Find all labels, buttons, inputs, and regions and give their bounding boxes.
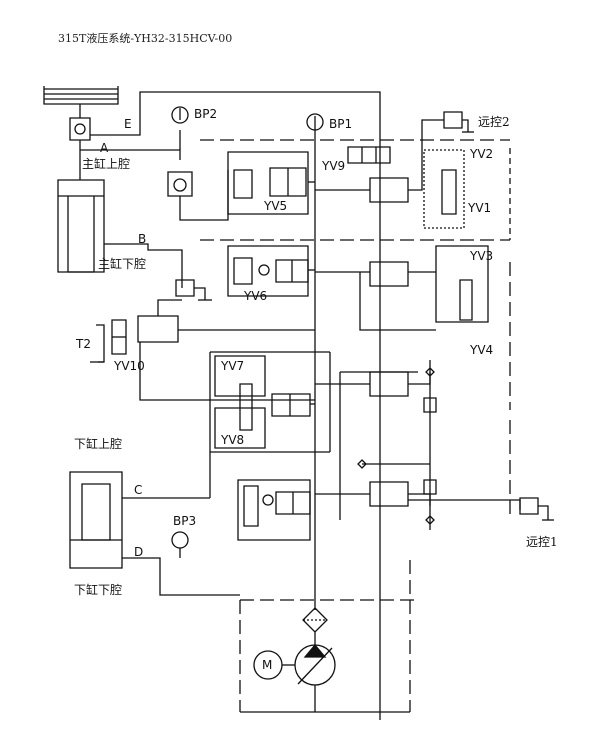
label-yv6: YV6: [244, 289, 268, 303]
valve-yv6-icon: [228, 246, 308, 296]
label-bp2: BP2: [194, 107, 218, 121]
label-e: E: [124, 117, 132, 131]
valve-yv4-icon: [460, 280, 472, 320]
valve-yv9-icon: [348, 147, 390, 163]
valve-yv5-icon: [228, 152, 308, 214]
gauge-bp2-icon: [172, 107, 188, 123]
motor-label: M: [262, 658, 273, 672]
label-c: C: [134, 483, 143, 497]
label-yv5: YV5: [264, 199, 288, 213]
label-yv3: YV3: [470, 249, 494, 263]
gauge-bp3-icon: [172, 532, 188, 548]
label-main-upper: 主缸上腔: [82, 157, 131, 171]
valve-yv8-icon: [215, 408, 265, 448]
label-t2: T2: [76, 337, 91, 351]
label-lower-lower: 下缸下腔: [74, 583, 123, 597]
lower-cylinder-icon: [70, 472, 122, 568]
relief-valve-icon: [176, 280, 194, 296]
label-yv7: YV7: [221, 359, 245, 373]
valve-yv3-icon: [436, 246, 488, 322]
label-d: D: [134, 545, 144, 559]
label-yv8: YV8: [221, 433, 245, 447]
label-bp3: BP3: [173, 514, 197, 528]
main-cylinder-icon: [58, 180, 104, 272]
label-bp1: BP1: [329, 117, 353, 131]
label-yv2: YV2: [470, 147, 494, 161]
label-yv1: YV1: [468, 201, 492, 215]
diagram-title: 315T液压系统-YH32-315HCV-00: [58, 32, 233, 45]
label-remote2: 远控2: [478, 115, 510, 129]
valve-yv1-icon: [442, 170, 456, 214]
label-lower-upper: 下缸上腔: [74, 437, 123, 451]
remote-valve-1-icon: [520, 498, 538, 514]
remote-valve-2-icon: [444, 112, 462, 128]
gauge-bp1-icon: [307, 114, 323, 130]
oil-tank-icon: [44, 86, 118, 104]
prefill-valve-icon: [70, 118, 90, 140]
check-valve-icon: [168, 172, 192, 196]
label-yv10: YV10: [114, 359, 145, 373]
label-main-lower: 主缸下腔: [98, 257, 147, 271]
label-yv4: YV4: [470, 343, 494, 357]
label-remote1: 远控1: [526, 535, 558, 549]
label-yv9: YV9: [322, 159, 346, 173]
label-b: B: [138, 232, 147, 246]
label-a: A: [100, 141, 109, 155]
